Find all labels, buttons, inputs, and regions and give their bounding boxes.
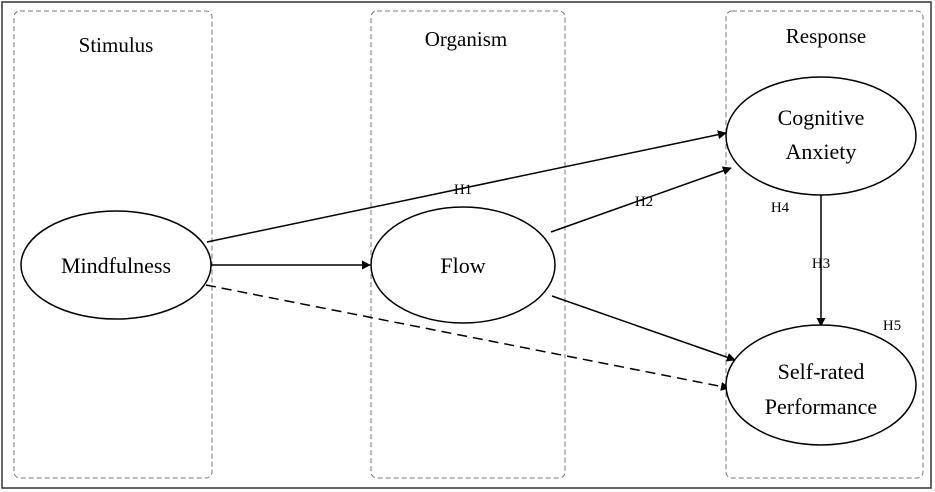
organism-group-box [370, 10, 566, 479]
edge-h1-mindfulness-to-cognitive-anxiety [206, 130, 727, 243]
node-cognitive-anxiety-label-line1: Cognitive [778, 105, 865, 130]
node-mindfulness-label: Mindfulness [61, 253, 171, 278]
stimulus-title: Stimulus [79, 33, 154, 57]
node-self-rated-performance [725, 324, 917, 446]
node-cognitive-anxiety [725, 76, 917, 196]
edge-label-h1: H1 [454, 182, 472, 198]
node-self-rated-performance-label-line2: Performance [765, 394, 877, 419]
stimulus-group-box [13, 10, 213, 479]
response-title: Response [786, 24, 867, 48]
edge-label-h2: H2 [635, 194, 653, 210]
edge-h2-flow-to-cognitive-anxiety [550, 166, 732, 233]
node-cognitive-anxiety-label-line2: Anxiety [786, 139, 857, 164]
node-mindfulness [20, 210, 212, 320]
edge-mindfulness-to-self-rated-performance [205, 284, 730, 391]
node-flow [370, 206, 556, 324]
organism-title: Organism [425, 27, 507, 51]
edge-label-h3: H3 [812, 256, 830, 272]
node-flow-label: Flow [440, 253, 485, 278]
edge-label-h5: H5 [883, 318, 901, 334]
response-group-box [725, 10, 924, 479]
node-self-rated-performance-label-line1: Self-rated [778, 359, 865, 384]
edge-flow-to-self-rated-performance [551, 295, 736, 362]
edge-label-h4: H4 [771, 200, 790, 216]
